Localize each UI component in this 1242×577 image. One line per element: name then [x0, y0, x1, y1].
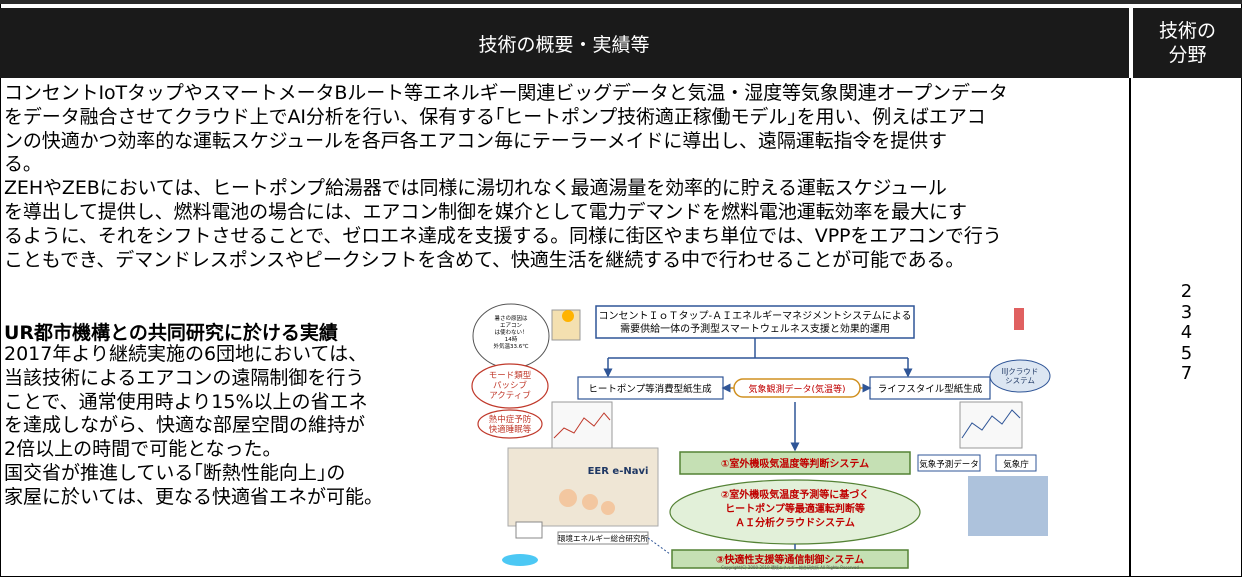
step2-line3: ＡＩ分析クラウドシステム [735, 516, 855, 529]
step2-line1: ②室外機吸気温度予測等に基づく [721, 488, 869, 501]
field-numbers: 2 3 4 5 7 [1131, 281, 1242, 385]
tower-icon [1014, 308, 1024, 330]
step1-box [679, 451, 911, 475]
top-rule [0, 0, 1242, 4]
forecast-box [917, 454, 981, 472]
chart-thumb-right [959, 401, 1023, 449]
step2-line2: ヒートポンプ等最適運転判断等 [725, 502, 865, 515]
lifestyle-label: ライフスタイル型紙生成 [878, 383, 983, 395]
house-illustration [507, 447, 659, 527]
overview-line: を導出して提供し、燃料電池の場合には、エアコン制御を媒介として電力デマンドを燃料… [4, 200, 967, 223]
research-line: 当該技術によるエアコンの遠隔制御を行う [4, 366, 365, 389]
people-icon [582, 494, 598, 510]
step3-label: ③快適性支援等通信制御システム [716, 553, 864, 566]
header-overview: 技術の概要・実績等 [478, 33, 650, 56]
bubble-text: 暑さの原因はエアコンは使わない！14時外気温33.6℃ [494, 315, 529, 350]
research-line: 家屋に於いては、更なる快適省エネが可能。 [4, 485, 384, 508]
field-number: 2 [1180, 281, 1193, 302]
field-number: 4 [1180, 322, 1193, 343]
research-line: 2017年より継続実施の6団地においては、 [4, 343, 368, 365]
step3-box [671, 549, 909, 569]
step1-label: ①室外機吸気温度等判断システム [721, 457, 869, 470]
institute-label: 環境エネルギー総合研究所 [558, 533, 648, 543]
heatstroke-ellipse [477, 409, 543, 439]
iij-cloud [989, 359, 1051, 393]
window-image [551, 309, 581, 341]
speech-bubble [472, 303, 550, 369]
diagram-title-box [595, 305, 915, 339]
sun-icon [562, 310, 574, 322]
overview-line: コンセントIoTタップやスマートメータBルート等エネルギー関連ビッグデータと気温… [4, 82, 1008, 104]
field-number: 3 [1180, 301, 1193, 323]
jma-label: 気象庁 [1003, 459, 1029, 470]
tap-icon [502, 554, 538, 566]
research-text: 2017年より継続実施の6団地においては、 当該技術によるエアコンの遠隔制御を行… [4, 343, 464, 510]
mode-label: モード類型パッシブアクティブ [489, 370, 532, 401]
overview-line: るように、それをシフトさせることで、ゼロエネ達成を支援する。同様に街区やまち単位… [4, 224, 1002, 247]
japan-map [968, 476, 1048, 536]
research-line: ことで、通常使用時より15%以上の省エネ [4, 390, 368, 413]
copyright: Copyright(C) 2000-2019 環境エネルギー総合研究所 All … [721, 564, 859, 570]
header-field-line1: 技術の [1158, 20, 1216, 42]
aircon-unit-icon [515, 521, 543, 539]
table-header [0, 8, 1242, 78]
people-icon [559, 489, 577, 507]
people-icon [601, 501, 615, 515]
research-line: 国交省が推進している｢断熱性能向上｣の [4, 461, 346, 484]
research-line: 2倍以上の時間で可能となった。 [4, 438, 282, 461]
header-field: 技術の 分野 [1133, 8, 1242, 78]
connector [647, 537, 671, 555]
field-number: 7 [1180, 363, 1193, 384]
header-separator [1129, 8, 1133, 78]
overview-line: ンの快適かつ効率的な運転スケジュールを各戸各エアコン毎にテーラーメイドに導出し、… [4, 129, 947, 152]
overview-line: こともでき、デマンドレスポンスやピークシフトを含めて、快適生活を継続する中で行わ… [4, 248, 965, 271]
overview-line: る。 [4, 153, 42, 176]
column-divider [1129, 78, 1131, 577]
forecast-label: 気象予測データ [919, 459, 979, 470]
research-title: UR都市機構との共同研究に於ける実績 [4, 322, 338, 344]
overview-line: ZEHやZEBにおいては、ヒートポンプ給湯器では同様に湯切れなく最適湯量を効率的… [4, 177, 947, 200]
diagram-title-1: コンセントＩｏＴタップ-ＡＩエネルギーマネジメントシステムによる [598, 310, 911, 322]
iij-label: IIJクラウドシステム [1002, 367, 1039, 385]
overview-text: コンセントIoTタップやスマートメータBルート等エネルギー関連ビッグデータと気温… [4, 82, 1129, 272]
header-field-line2: 分野 [1168, 44, 1207, 66]
heatpump-label: ヒートポンプ等消費型紙生成 [588, 383, 712, 395]
field-number: 5 [1180, 342, 1193, 364]
heatstroke-label: 熱中症予防快適睡眠等 [489, 414, 532, 435]
eer-label: EER e-Navi [588, 466, 649, 477]
chart-thumb-line [553, 412, 611, 439]
diagram-title-2: 需要供給一体の予測型スマートウェルネス支援と効果的運用 [620, 322, 890, 335]
weather-label: 気象観測データ(気温等) [748, 383, 845, 395]
mode-ellipse [471, 363, 549, 409]
jma-box [995, 454, 1037, 472]
chart-thumb-left [551, 401, 613, 449]
research-line: を達成しながら、快適な部屋空間の維持が [4, 414, 366, 437]
system-diagram: コンセントＩｏＴタップ-ＡＩエネルギーマネジメントシステムによる 需要供給一体の… [471, 303, 1051, 570]
overview-line: をデータ融合させてクラウド上でAI分析を行い、保有する｢ヒートポンプ技術適正稼働… [4, 105, 986, 128]
chart-thumb-line [961, 409, 1021, 439]
